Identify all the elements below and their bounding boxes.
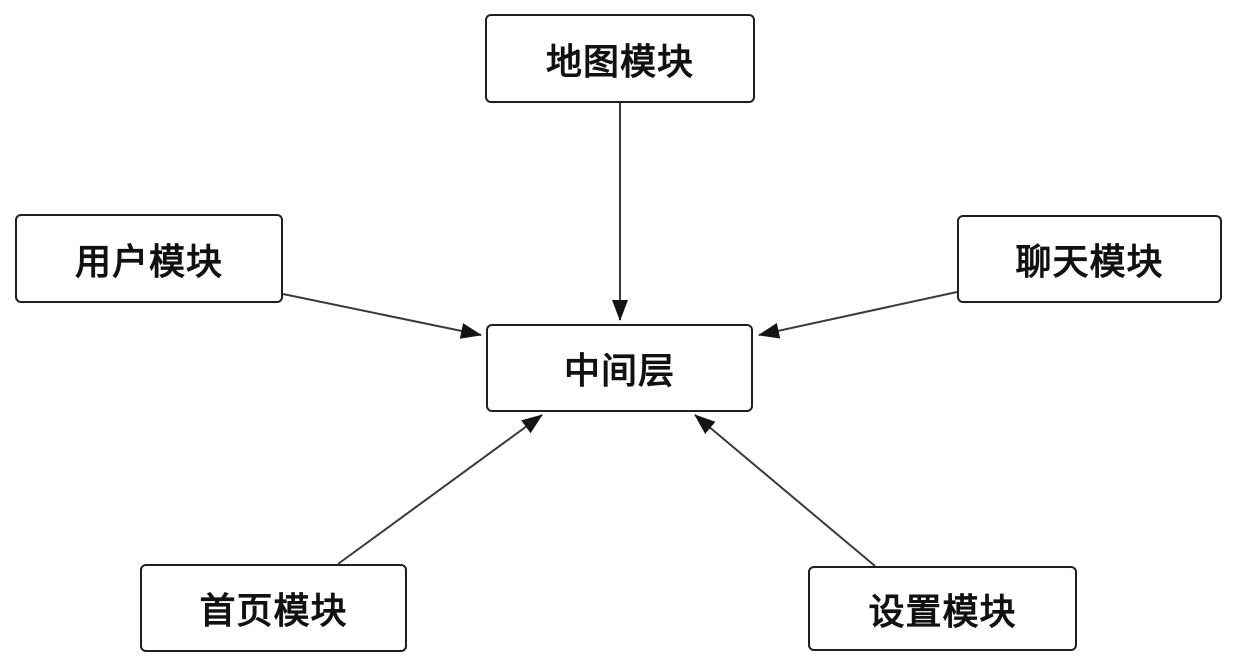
arrow-home-to-middle [337, 414, 543, 565]
node-settings-module: 设置模块 [808, 566, 1077, 651]
node-map-module: 地图模块 [485, 14, 755, 103]
node-chat-module: 聊天模块 [957, 215, 1222, 303]
arrow-chat-to-middle [758, 291, 958, 339]
node-middle-layer-label: 中间层 [563, 350, 675, 391]
node-home-module: 首页模块 [140, 564, 407, 652]
node-home-module-label: 首页模块 [199, 590, 348, 631]
arrow-user-to-middle [282, 293, 482, 339]
node-chat-module-label: 聊天模块 [1015, 241, 1164, 282]
node-middle-layer: 中间层 [486, 324, 753, 412]
node-settings-module-label: 设置模块 [868, 590, 1017, 632]
node-user-module: 用户模块 [15, 214, 283, 303]
node-map-module-label: 地图模块 [545, 40, 694, 82]
node-user-module-label: 用户模块 [74, 240, 223, 282]
arrow-settings-to-middle [694, 414, 876, 567]
